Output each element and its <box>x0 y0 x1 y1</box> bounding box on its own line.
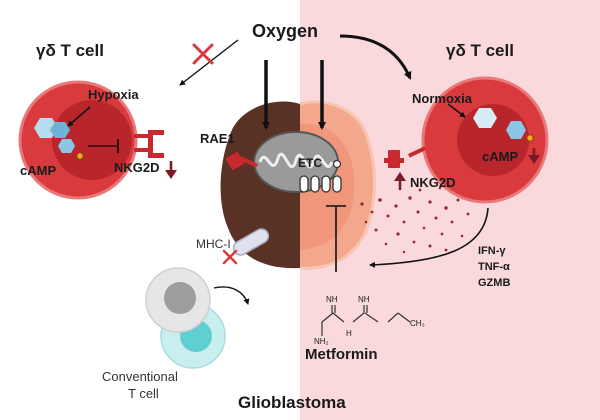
metformin-n-h: H <box>346 329 352 338</box>
left-nkg2d-label: NKG2D <box>114 160 160 175</box>
right-camp-label: cAMP <box>482 149 519 164</box>
right-nkg2d-label: NKG2D <box>410 175 456 190</box>
right-hexagon-icon <box>473 108 526 139</box>
nkg2d-down-arrow-icon <box>165 161 177 179</box>
mhc-label: MHC-I <box>196 237 231 251</box>
cytokine-gzmb-label: GZMB <box>478 277 511 289</box>
metformin-ch3: CH₃ <box>410 319 425 328</box>
metformin-label: Metformin <box>305 346 378 363</box>
etc-complexes-icon <box>299 159 342 193</box>
left-gd-t-cell <box>18 80 138 200</box>
glioblastoma-label: Glioblastoma <box>238 393 346 412</box>
rae1-ligand-icon <box>225 151 259 171</box>
metformin-inhibition-icon <box>326 205 346 272</box>
metformin-nh-left: NH <box>326 295 338 304</box>
oxygen-label: Oxygen <box>252 21 319 41</box>
cytokine-particles <box>360 186 470 254</box>
metformin-nh2: NH₂ <box>314 337 329 346</box>
conventional-t-cell <box>145 267 226 369</box>
cytokine-tnf-label: TNF-α <box>478 261 510 273</box>
normoxia-label: Normoxia <box>412 91 472 106</box>
conventional-line1: Conventional <box>102 369 178 384</box>
hypoxia-label: Hypoxia <box>88 87 139 102</box>
nkg2d-up-arrow-icon <box>394 172 406 190</box>
conventional-arrow <box>213 286 250 305</box>
hypoxia-pointer-arrow <box>67 106 91 127</box>
left-camp-dot <box>76 152 84 160</box>
left-inhibition-icon <box>88 139 119 153</box>
etc-label: ETC <box>298 156 322 170</box>
cytokine-ifn-label: IFN-γ <box>478 245 506 257</box>
mhc-blocked-x-icon <box>222 249 238 265</box>
left-cell-title: γδ T cell <box>36 41 104 60</box>
metformin-nh-right: NH <box>358 295 370 304</box>
right-cell-title: γδ T cell <box>446 41 514 60</box>
camp-down-arrow-icon <box>528 148 540 164</box>
left-nkg2d-receptor-icon <box>134 130 164 158</box>
oxygen-to-normoxia-arrow <box>339 34 412 80</box>
left-hexagon-icon <box>34 118 75 153</box>
blocked-x-icon <box>192 43 214 65</box>
conventional-line2: T cell <box>128 386 159 401</box>
right-nkg2d-receptor-icon <box>384 146 427 168</box>
right-camp-dot <box>526 134 534 142</box>
metformin-structure-icon <box>321 305 411 336</box>
normoxia-pointer-arrow <box>447 103 466 118</box>
cytokine-release-arrow <box>369 207 489 268</box>
rae1-label: RAE1 <box>200 131 235 146</box>
blocked-oxygen-arrow <box>179 39 239 86</box>
left-camp-label: cAMP <box>20 163 57 178</box>
